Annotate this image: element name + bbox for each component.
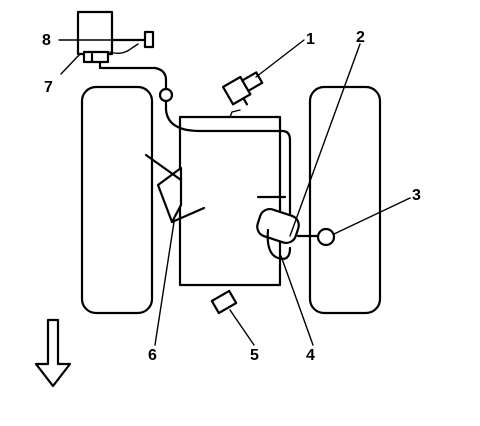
callout-5: 5 <box>250 347 259 364</box>
filler-neck <box>144 153 206 224</box>
callout-4: 4 <box>306 347 315 364</box>
fuel-line <box>98 60 292 217</box>
fuel-pump-module <box>256 195 300 244</box>
callout-6: 6 <box>148 347 157 364</box>
evap-canister <box>76 10 114 64</box>
callout-7: 7 <box>44 79 53 96</box>
ecm-module <box>210 289 238 315</box>
vent-valve <box>109 30 155 55</box>
line-junction <box>158 87 174 103</box>
right-tire <box>308 85 382 315</box>
leader-6 <box>154 221 175 346</box>
module-bracket <box>266 228 292 260</box>
leader-5 <box>229 309 255 346</box>
leader-7 <box>60 53 81 75</box>
callout-8: 8 <box>42 32 51 49</box>
leader-1 <box>255 39 305 78</box>
leader-3 <box>333 197 411 235</box>
left-tire <box>80 85 154 315</box>
callout-2: 2 <box>356 29 365 46</box>
direction-arrow <box>34 318 72 388</box>
electrical-connector <box>221 71 264 106</box>
vapor-line <box>229 109 241 118</box>
fuel-pressure-sensor <box>316 227 336 247</box>
leader-4 <box>280 255 314 346</box>
callout-1: 1 <box>306 31 315 48</box>
fuel-tank <box>178 115 282 287</box>
callout-3: 3 <box>412 187 421 204</box>
leader-2 <box>289 43 361 237</box>
